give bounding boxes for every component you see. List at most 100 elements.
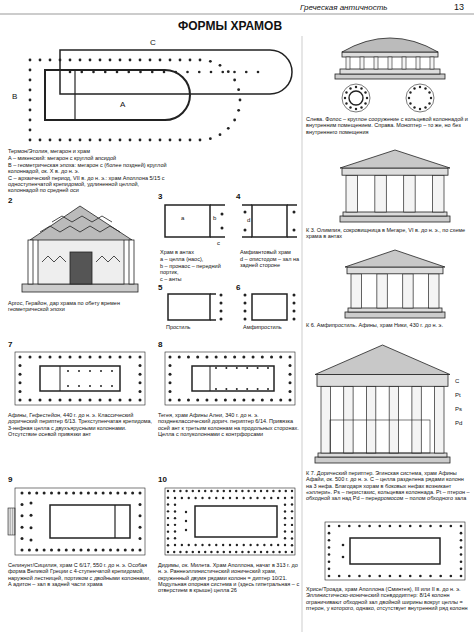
column-dot xyxy=(196,399,199,402)
column-dot xyxy=(139,356,142,359)
plan-letter: b xyxy=(213,215,216,222)
column-dot xyxy=(194,497,196,499)
column-dot xyxy=(243,497,245,499)
column-dot xyxy=(21,492,24,495)
drawing-stroke xyxy=(195,506,277,537)
column-dot xyxy=(237,109,240,112)
column-dot xyxy=(181,544,183,546)
column-dot xyxy=(291,517,293,519)
column-dot xyxy=(222,544,224,546)
column-dot xyxy=(227,70,230,73)
column-dot xyxy=(159,59,162,62)
column-dot xyxy=(429,575,432,578)
column-dot xyxy=(94,549,97,552)
column-dot xyxy=(270,399,273,402)
column-dot xyxy=(30,502,33,505)
column-dot xyxy=(189,59,192,62)
caption: Дидимы, ок. Милета. Храм Аполлона, начат… xyxy=(158,562,300,594)
caption-line: d – опистодом – зал на задней стороне xyxy=(240,256,302,269)
drawing-stroke xyxy=(374,57,378,69)
column-dot xyxy=(29,356,32,359)
column-dot xyxy=(185,490,187,492)
column-dot xyxy=(267,388,269,390)
column-dot xyxy=(342,556,345,559)
column-dot xyxy=(204,490,206,492)
column-dot xyxy=(358,525,361,528)
drawing-stroke xyxy=(252,294,287,320)
column-dot xyxy=(69,139,72,142)
drawing-stroke xyxy=(42,256,66,262)
column-dot xyxy=(178,356,181,359)
column-dot xyxy=(236,388,238,390)
column-dot xyxy=(43,492,46,495)
plan-letter: d xyxy=(247,217,250,224)
drawing-stroke xyxy=(96,256,120,262)
column-dot xyxy=(192,490,194,492)
column-dot xyxy=(69,71,72,74)
drawing-stroke xyxy=(317,375,448,387)
column-dot xyxy=(30,514,33,517)
column-dot xyxy=(79,59,82,62)
drawing-stroke xyxy=(287,204,297,206)
column-dot xyxy=(219,133,222,136)
column-dot xyxy=(342,544,345,547)
column-dot xyxy=(29,99,32,102)
column-dot xyxy=(450,525,453,528)
column-dot xyxy=(174,530,176,532)
column-dot xyxy=(257,388,259,390)
column-dot xyxy=(409,91,411,93)
column-dot xyxy=(89,139,92,142)
column-dot xyxy=(194,544,196,546)
column-dot xyxy=(167,524,169,526)
column-dot xyxy=(229,497,231,499)
drawing-stroke xyxy=(210,236,225,238)
column-dot xyxy=(266,490,268,492)
column-dot xyxy=(229,551,231,553)
column-dot xyxy=(428,91,430,93)
column-dot xyxy=(208,544,210,546)
caption-heading: Термон/Этолия, мегарон и храм xyxy=(8,148,168,154)
column-dot xyxy=(67,385,69,387)
column-dot xyxy=(139,549,142,552)
plan-chryse xyxy=(325,522,465,580)
column-dot xyxy=(229,490,231,492)
column-dot xyxy=(233,399,236,402)
drawing-stroke xyxy=(252,205,287,237)
column-dot xyxy=(233,71,236,74)
column-dot xyxy=(419,525,422,528)
caption-line: a – целла (наос), xyxy=(160,256,236,262)
column-dot xyxy=(139,492,142,495)
column-dot xyxy=(69,59,72,62)
column-dot xyxy=(338,575,341,578)
column-dot xyxy=(59,139,62,142)
column-dot xyxy=(149,139,152,142)
treasury-megara xyxy=(340,150,450,222)
column-dot xyxy=(360,106,362,108)
column-dot xyxy=(270,356,273,359)
drawing-stroke xyxy=(360,57,364,69)
drawing-stroke xyxy=(70,252,92,284)
column-dot xyxy=(360,87,362,89)
figure-number: 8 xyxy=(158,340,162,349)
drawing-stroke xyxy=(14,508,15,535)
plan-amphiprostyle xyxy=(244,294,296,321)
column-dot xyxy=(139,390,142,393)
column-dot xyxy=(328,553,331,556)
column-dot xyxy=(89,356,92,359)
column-dot xyxy=(129,356,132,359)
column-dot xyxy=(277,497,279,499)
drawing-stroke xyxy=(346,175,357,212)
column-dot xyxy=(185,551,187,553)
plan-selinus xyxy=(8,488,145,555)
column-dot xyxy=(188,544,190,546)
drawing-stroke xyxy=(340,216,450,222)
column-dot xyxy=(244,211,247,214)
drawing-stroke xyxy=(114,505,115,538)
column-dot xyxy=(284,510,286,512)
plan-prostyle xyxy=(168,294,223,321)
column-dot xyxy=(293,229,296,232)
column-dot xyxy=(236,497,238,499)
column-dot xyxy=(244,310,247,313)
column-dot xyxy=(277,544,279,546)
